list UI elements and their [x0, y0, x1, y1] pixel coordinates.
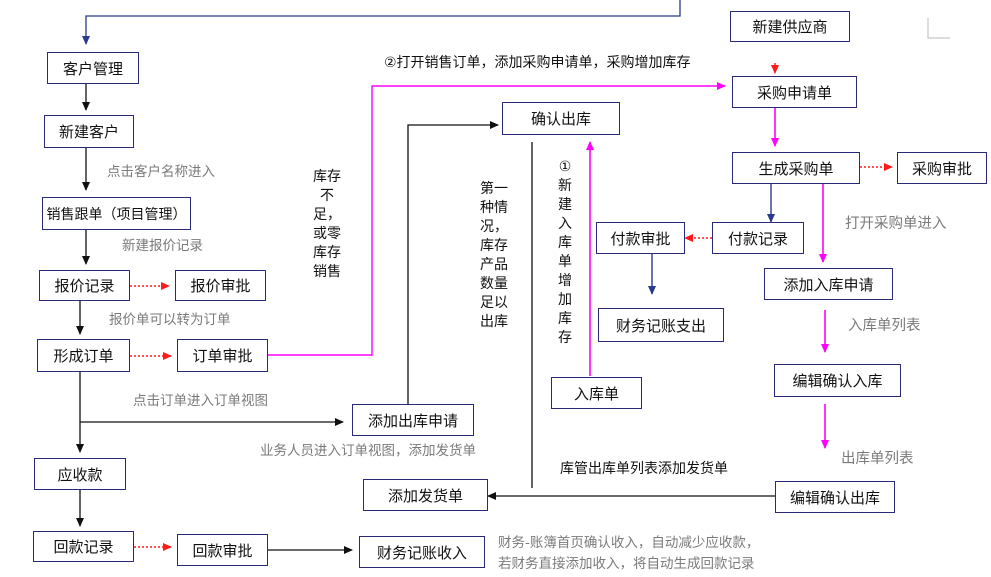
outbound-request-to-confirm-arrow	[407, 121, 499, 404]
form-order-box[interactable]: 形成订单	[37, 339, 130, 372]
new-supplier-box[interactable]: 新建供应商	[730, 11, 850, 42]
finance-note-line2: 若财务直接添加收入，将自动生成回款记录	[498, 556, 755, 572]
finance-income-box[interactable]: 财务记账收入	[359, 536, 485, 568]
order-to-purchase-request-arrow	[268, 82, 726, 356]
new-customer-box[interactable]: 新建客户	[44, 115, 134, 148]
case-one-note: 第一 种情 况， 库存 产品 数量 足以 出库	[480, 181, 508, 330]
purchase-flow-arrows	[586, 108, 829, 449]
payment-approval-box[interactable]: 回款审批	[177, 534, 268, 566]
new-quote-note: 新建报价记录	[122, 238, 203, 254]
purchase-request-box[interactable]: 采购申请单	[732, 76, 857, 108]
finance-expense-box[interactable]: 财务记账支出	[598, 308, 724, 342]
outbound-list-note: 出库单列表	[841, 451, 914, 467]
approval-dotted-arrows	[130, 63, 893, 551]
order-approval-box[interactable]: 订单审批	[177, 339, 268, 372]
add-delivery-box[interactable]: 添加发货单	[363, 479, 488, 511]
new-inbound-note: ① 新 建 入 库 单 增 加 库 存	[558, 159, 572, 346]
click-customer-note: 点击客户名称进入	[107, 164, 215, 180]
add-inbound-request-box[interactable]: 添加入库申请	[764, 268, 893, 300]
top-entry-arrow	[82, 0, 681, 45]
add-outbound-request-box[interactable]: 添加出库申请	[352, 404, 474, 436]
open-sales-order-note: ②打开销售订单，添加采购申请单，采购增加库存	[384, 55, 691, 71]
quote-to-order-note: 报价单可以转为订单	[109, 312, 231, 328]
po-approval-box[interactable]: 采购审批	[897, 152, 987, 184]
generate-po-box[interactable]: 生成采购单	[732, 152, 860, 184]
customer-management-box[interactable]: 客户管理	[47, 52, 139, 84]
left-column-arrows	[76, 84, 90, 527]
confirm-outbound-box[interactable]: 确认出库	[502, 102, 620, 135]
corner-mark	[927, 18, 950, 39]
finance-note-line1: 财务-账簿首页确认收入，自动减少应收款，	[498, 535, 760, 551]
sales-follow-box[interactable]: 销售跟单（项目管理）	[42, 197, 191, 230]
receivable-box[interactable]: 应收款	[34, 458, 126, 490]
quote-record-box[interactable]: 报价记录	[39, 270, 130, 301]
stock-shortage-note: 库存 不 足， 或零 库存 销售	[313, 169, 341, 280]
sales-add-delivery-note: 业务人员进入订单视图，添加发货单	[260, 443, 476, 459]
pay-approval-box[interactable]: 付款审批	[596, 222, 685, 254]
inbound-sheet-box[interactable]: 入库单	[551, 377, 642, 409]
warehouse-add-delivery-note: 库管出库单列表添加发货单	[560, 461, 728, 477]
payment-blue-arrows	[648, 184, 775, 295]
edit-confirm-inbound-box[interactable]: 编辑确认入库	[774, 364, 901, 397]
payment-record-box[interactable]: 回款记录	[33, 531, 134, 562]
edit-confirm-outbound-box[interactable]: 编辑确认出库	[775, 481, 895, 513]
open-po-note: 打开采购单进入	[845, 216, 947, 232]
pay-record-box[interactable]: 付款记录	[712, 222, 804, 254]
click-order-note: 点击订单进入订单视图	[133, 393, 268, 409]
inbound-list-note: 入库单列表	[848, 318, 921, 334]
quote-approval-box[interactable]: 报价审批	[175, 270, 266, 301]
